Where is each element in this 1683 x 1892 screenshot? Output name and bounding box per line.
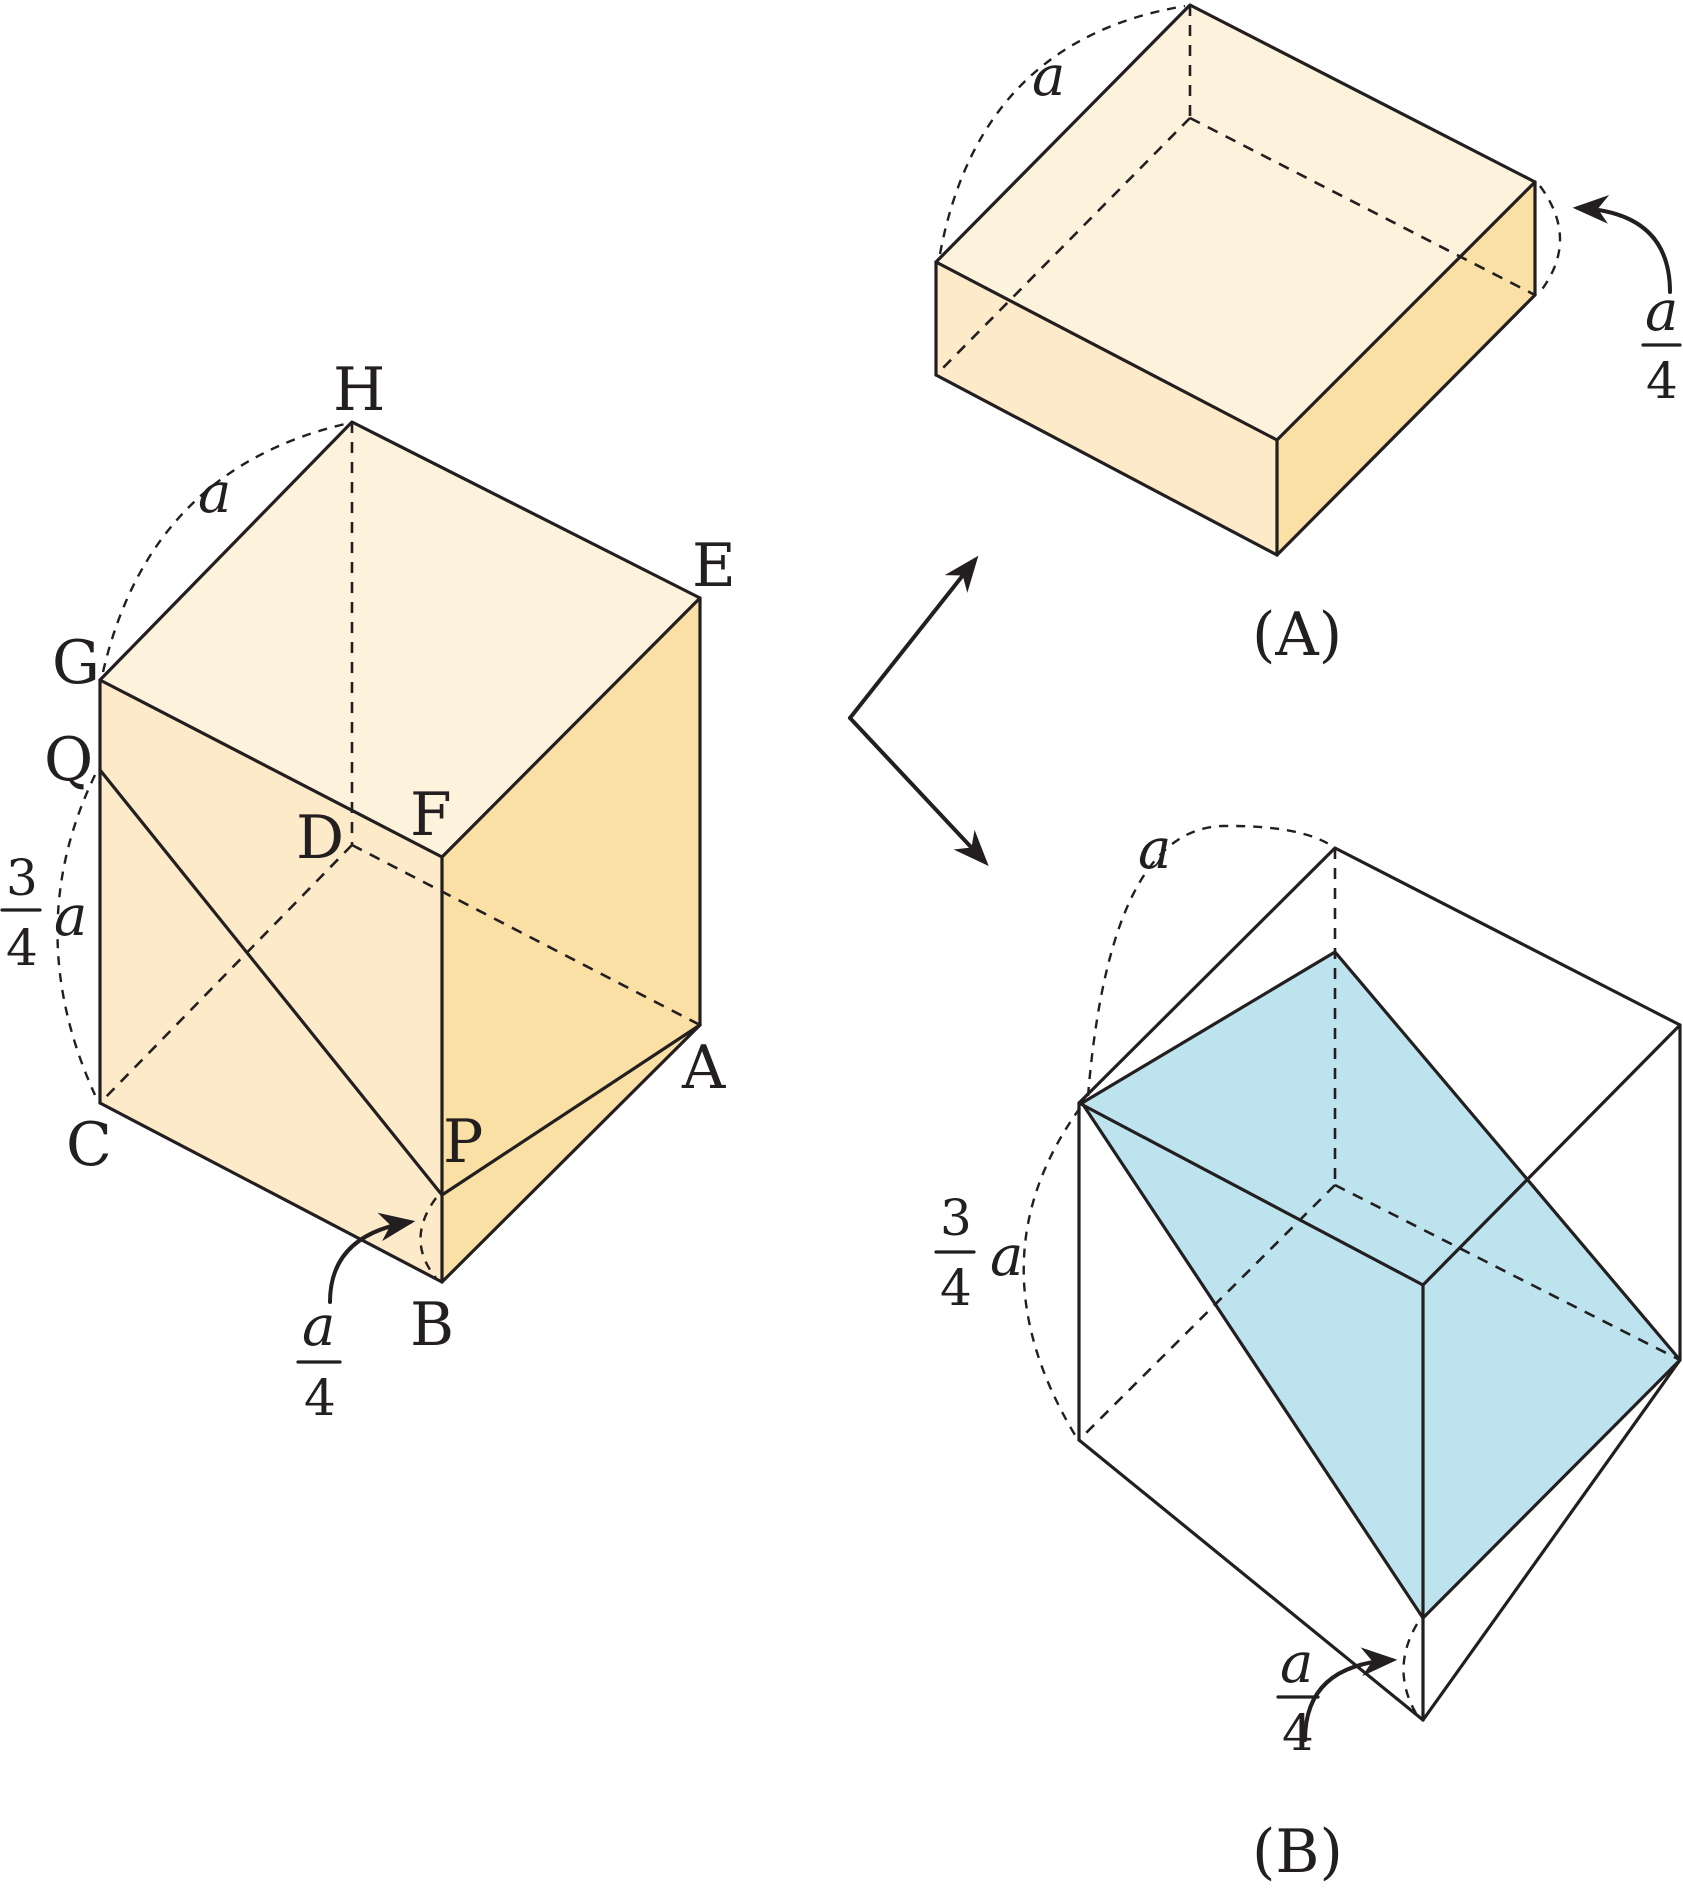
cube-three-quarter-numerator: 3	[940, 1189, 972, 1247]
quarter-pointer-arrow	[328, 1212, 416, 1304]
cut-plane-face	[1082, 952, 1680, 1618]
cube-quarter-numerator: a	[1280, 1631, 1313, 1696]
right-face	[442, 598, 700, 1282]
slab-quarter-denominator: 4	[1646, 352, 1678, 410]
slab-right-face	[1277, 182, 1535, 555]
vertex-e-label: E	[692, 531, 736, 601]
cube-quarter-denominator: 4	[1282, 1704, 1314, 1762]
vertex-q-label: Q	[44, 725, 93, 795]
vertex-g-label: G	[52, 628, 100, 698]
dim-quarter-denominator: 4	[304, 1369, 336, 1427]
dim-side-label: a	[198, 461, 231, 526]
dim-three-quarter-numerator: 3	[6, 849, 38, 907]
vertex-c-label: C	[66, 1110, 112, 1180]
cube-side-label: a	[1138, 817, 1171, 882]
dim-three-quarter-denominator: 4	[6, 919, 38, 977]
main-cuboid: H E G Q D F A P C B a 3 4 a a 4	[0, 355, 736, 1427]
vertex-b-label: B	[410, 1290, 454, 1360]
slab-side-label: a	[1032, 44, 1065, 109]
cube-three-quarter-var: a	[990, 1224, 1023, 1289]
caption-piece-b: (B)	[1252, 1817, 1343, 1887]
cut-line-qp	[98, 768, 444, 1197]
split-arrow-icon	[848, 555, 989, 866]
cut-line-pa	[440, 1023, 702, 1197]
dim-arc-side	[101, 422, 346, 673]
vertex-a-label: A	[681, 1033, 726, 1103]
vertex-d-label: D	[296, 803, 344, 873]
dim-quarter-numerator: a	[302, 1294, 335, 1359]
piece-a-slab: a a 4 (A)	[934, 3, 1682, 670]
vertex-h-label: H	[333, 355, 385, 425]
dim-three-quarter-var: a	[54, 884, 87, 949]
slab-quarter-numerator: a	[1645, 279, 1678, 344]
caption-piece-a: (A)	[1252, 600, 1342, 670]
vertex-f-label: F	[410, 780, 452, 850]
slab-front-face	[936, 262, 1277, 555]
vertex-p-label: P	[443, 1107, 483, 1177]
cube-three-quarter-denominator: 4	[940, 1259, 972, 1317]
piece-b-cube: a 3 4 a a 4 (B)	[934, 817, 1682, 1887]
